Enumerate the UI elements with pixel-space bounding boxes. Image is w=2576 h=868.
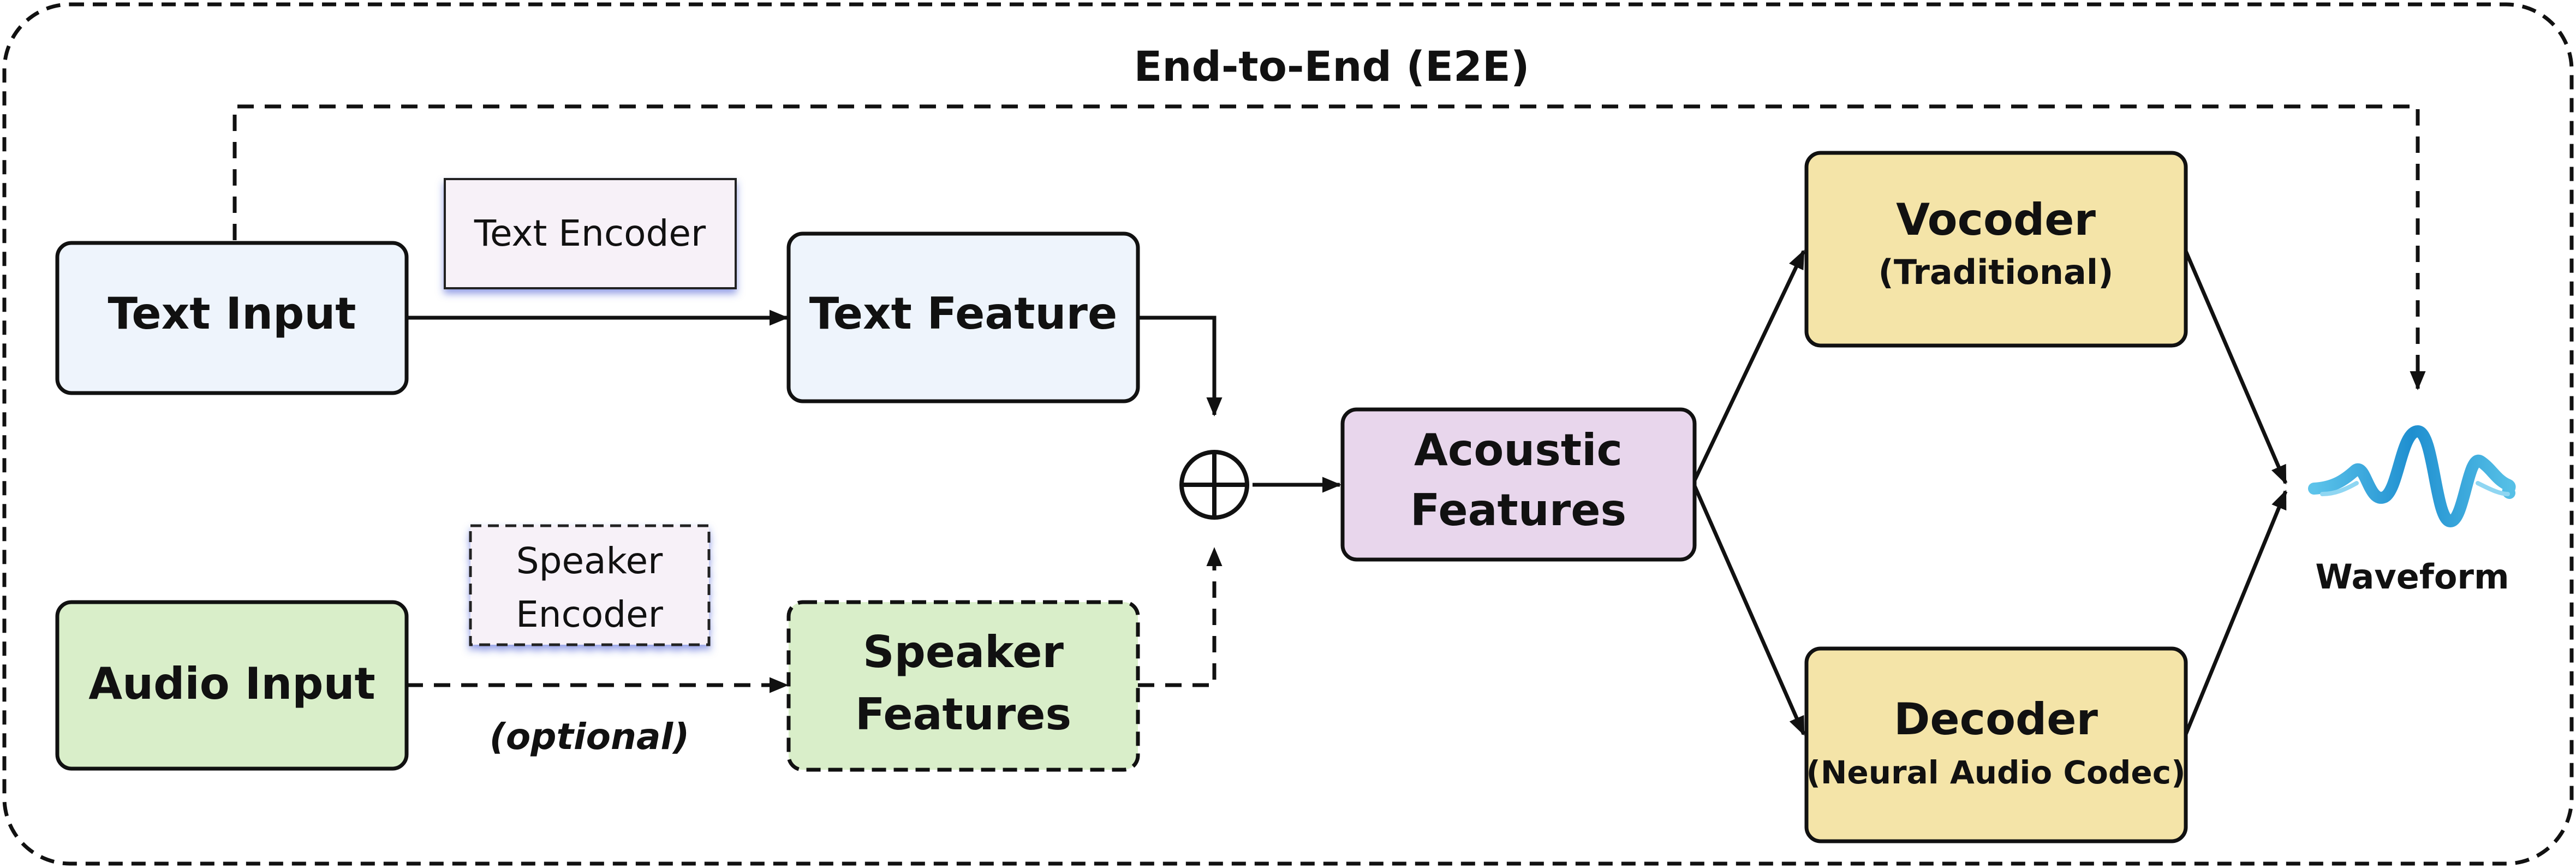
speaker-features-label-line2: Features: [855, 689, 1071, 740]
text-feature-node: Text Feature: [786, 231, 1140, 403]
vocoder-subtitle: (Traditional): [1879, 252, 2114, 292]
vocoder-to-waveform-arrow: [2184, 250, 2288, 485]
acoustic-features-label-line1: Acoustic: [1414, 425, 1623, 475]
e2e-route-arrow: [232, 104, 2426, 390]
decoder-node: Decoder (Neural Audio Codec): [1804, 646, 2188, 843]
acoustic-features-label-line2: Features: [1410, 485, 1626, 536]
audio-input-node: Audio Input: [55, 600, 409, 771]
diagram-title: End-to-End (E2E): [1134, 42, 1529, 91]
text-input-label: Text Input: [108, 288, 356, 339]
speaker-encoder-label-box: Speaker Encoder: [469, 524, 711, 646]
plus-circle-icon: [1179, 450, 1249, 520]
speaker-features-label-line1: Speaker: [863, 627, 1064, 677]
speaker-encoder-label-line1: Speaker: [516, 540, 663, 582]
waveform-label: Waveform: [2315, 557, 2509, 597]
acoustic-to-decoder-arrow: [1692, 485, 1806, 736]
text-input-node: Text Input: [55, 241, 409, 395]
waveform-icon: [2308, 425, 2516, 527]
speaker-to-plus-arrow: [1138, 547, 1223, 687]
vocoder-title: Vocoder: [1896, 194, 2096, 245]
vocoder-node: Vocoder (Traditional): [1804, 151, 2188, 348]
decoder-title: Decoder: [1894, 694, 2098, 745]
decoder-subtitle: (Neural Audio Codec): [1806, 754, 2185, 791]
text-feature-label: Text Feature: [809, 288, 1117, 339]
acoustic-features-node: Acoustic Features: [1340, 407, 1697, 562]
decoder-to-waveform-arrow: [2184, 490, 2288, 735]
text-encoder-label: Text Encoder: [474, 212, 706, 254]
text-feature-to-plus-arrow: [1138, 316, 1223, 417]
speaker-encoder-label-line2: Encoder: [516, 593, 664, 635]
optional-label: (optional): [490, 716, 690, 758]
acoustic-to-vocoder-arrow: [1692, 249, 1806, 481]
speaker-features-node: Speaker Features: [786, 600, 1140, 772]
audio-input-label: Audio Input: [88, 658, 375, 709]
text-encoder-label-box: Text Encoder: [444, 178, 737, 289]
